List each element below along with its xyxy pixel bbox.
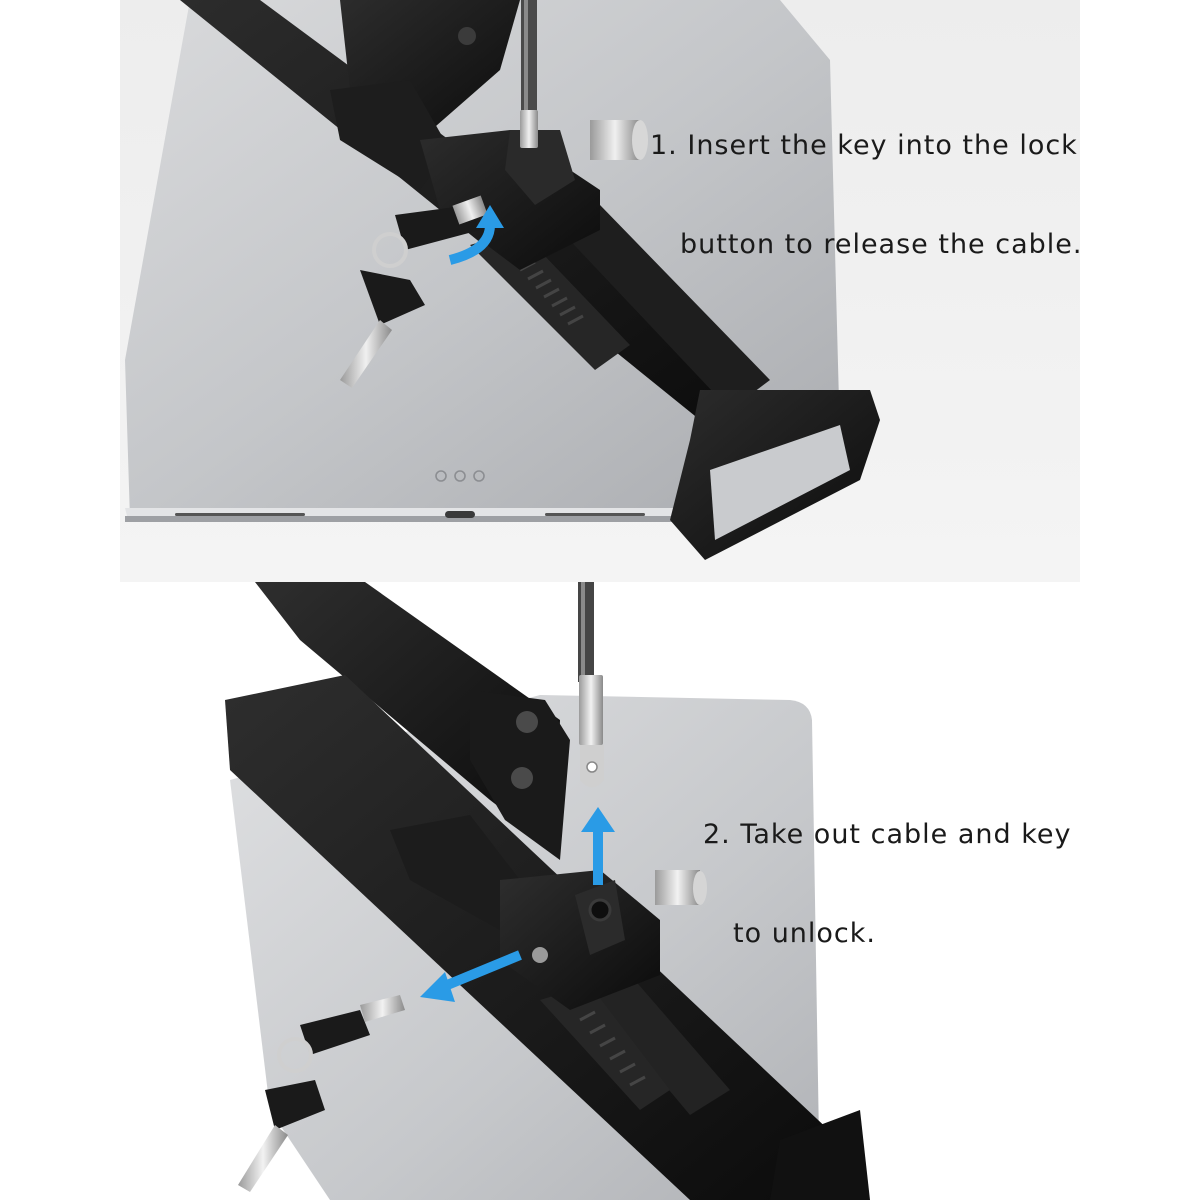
tablet bbox=[125, 0, 840, 522]
step-1-caption: 1. Insert the key into the lock button t… bbox=[650, 63, 1080, 327]
security-cable bbox=[578, 582, 604, 788]
step-1-line-1: 1. Insert the key into the lock bbox=[650, 130, 1078, 161]
step-2-line-1: 2. Take out cable and key bbox=[703, 819, 1072, 850]
step-1-number: 1. bbox=[650, 130, 678, 161]
step-1-scene bbox=[125, 0, 880, 560]
step-2-scene bbox=[225, 582, 870, 1200]
remove-key-arrow-icon bbox=[420, 950, 522, 1002]
step-2-line-2: to unlock. bbox=[733, 918, 876, 949]
step-1-illustration: 1. Insert the key into the lock button t… bbox=[120, 0, 1080, 582]
mount-arm bbox=[255, 582, 570, 860]
keys bbox=[238, 995, 405, 1192]
remove-cable-arrow-icon bbox=[581, 807, 615, 885]
lock-block bbox=[390, 815, 707, 1010]
keys bbox=[340, 195, 488, 388]
step-2-number: 2. bbox=[703, 819, 731, 850]
lock-block bbox=[330, 0, 648, 270]
step-2-caption: 2. Take out cable and key to unlock. bbox=[703, 752, 1071, 1016]
security-cable bbox=[520, 0, 538, 148]
step-1-line-2: button to release the cable. bbox=[680, 229, 1080, 260]
step-2-illustration: 2. Take out cable and key to unlock. bbox=[0, 582, 1200, 1200]
insert-arrow-icon bbox=[448, 205, 504, 265]
